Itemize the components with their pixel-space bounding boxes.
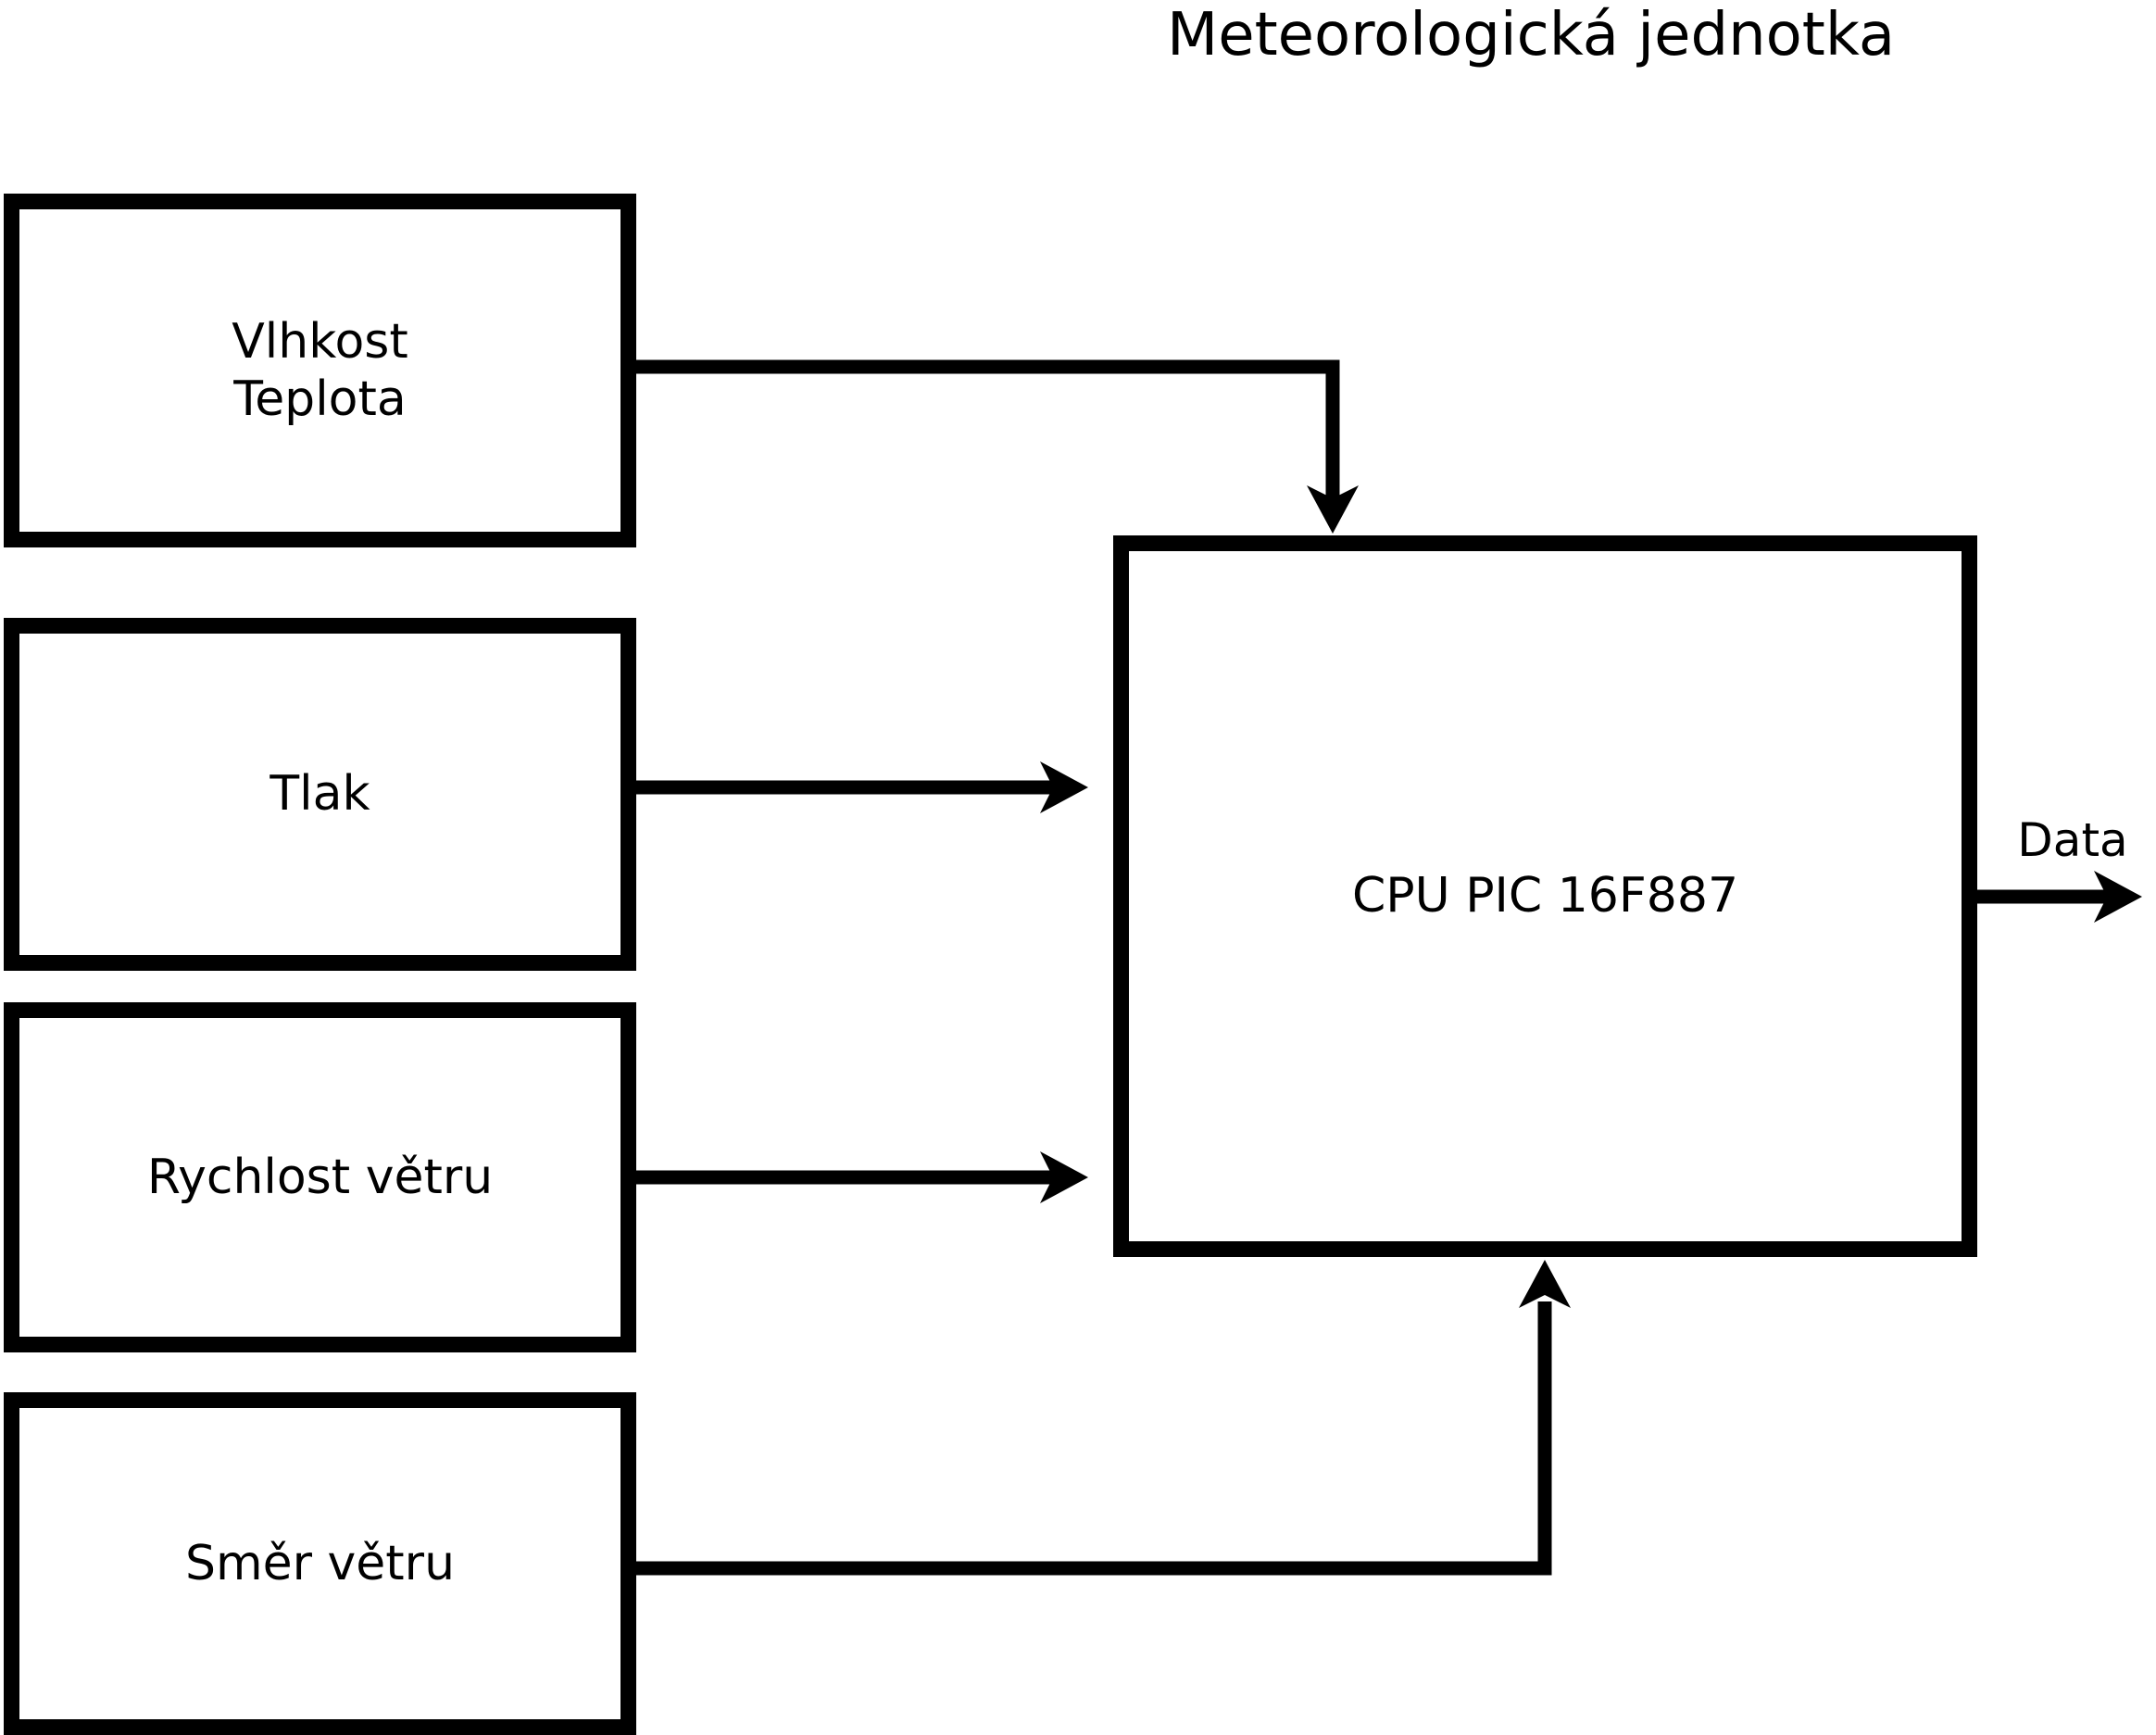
connector-rychlost-vetru-to-cpu (635, 1151, 1088, 1203)
connector-cpu-to-data (1977, 871, 2142, 923)
page-title: Meteorologická jednotka (1166, 1, 1896, 69)
cpu-box: CPU PIC 16F887 (1113, 535, 1977, 1257)
connector-tlak-to-cpu (635, 761, 1088, 813)
sensor-box-vlhkost-teplota: Vlhkost Teplota (4, 194, 636, 547)
arrowhead-right-icon (2094, 871, 2142, 923)
connector-vlhkost-teplota-to-cpu (635, 359, 1359, 534)
sensor-box-tlak-label: Tlak (270, 766, 370, 823)
sensor-box-smer-vetru-label: Směr větru (184, 1535, 456, 1591)
arrowhead-right-icon (1040, 1151, 1088, 1203)
connector-smer-vetru-line (635, 1301, 1552, 1576)
sensor-box-vlhkost-teplota-label: Vlhkost Teplota (232, 313, 408, 427)
arrowhead-right-icon (1040, 761, 1088, 813)
sensor-box-smer-vetru: Směr větru (4, 1392, 636, 1735)
sensor-box-rychlost-vetru: Rychlost větru (4, 1002, 636, 1352)
sensor-box-tlak: Tlak (4, 618, 636, 971)
connector-smer-vetru-to-cpu (635, 1260, 1571, 1576)
connector-vlhkost-teplota-line (635, 359, 1340, 505)
arrowhead-up-icon (1519, 1260, 1571, 1308)
sensor-box-rychlost-vetru-label: Rychlost větru (146, 1149, 494, 1205)
data-output-label: Data (2017, 813, 2128, 867)
cpu-box-label: CPU PIC 16F887 (1351, 868, 1739, 924)
arrowhead-down-icon (1307, 485, 1359, 534)
